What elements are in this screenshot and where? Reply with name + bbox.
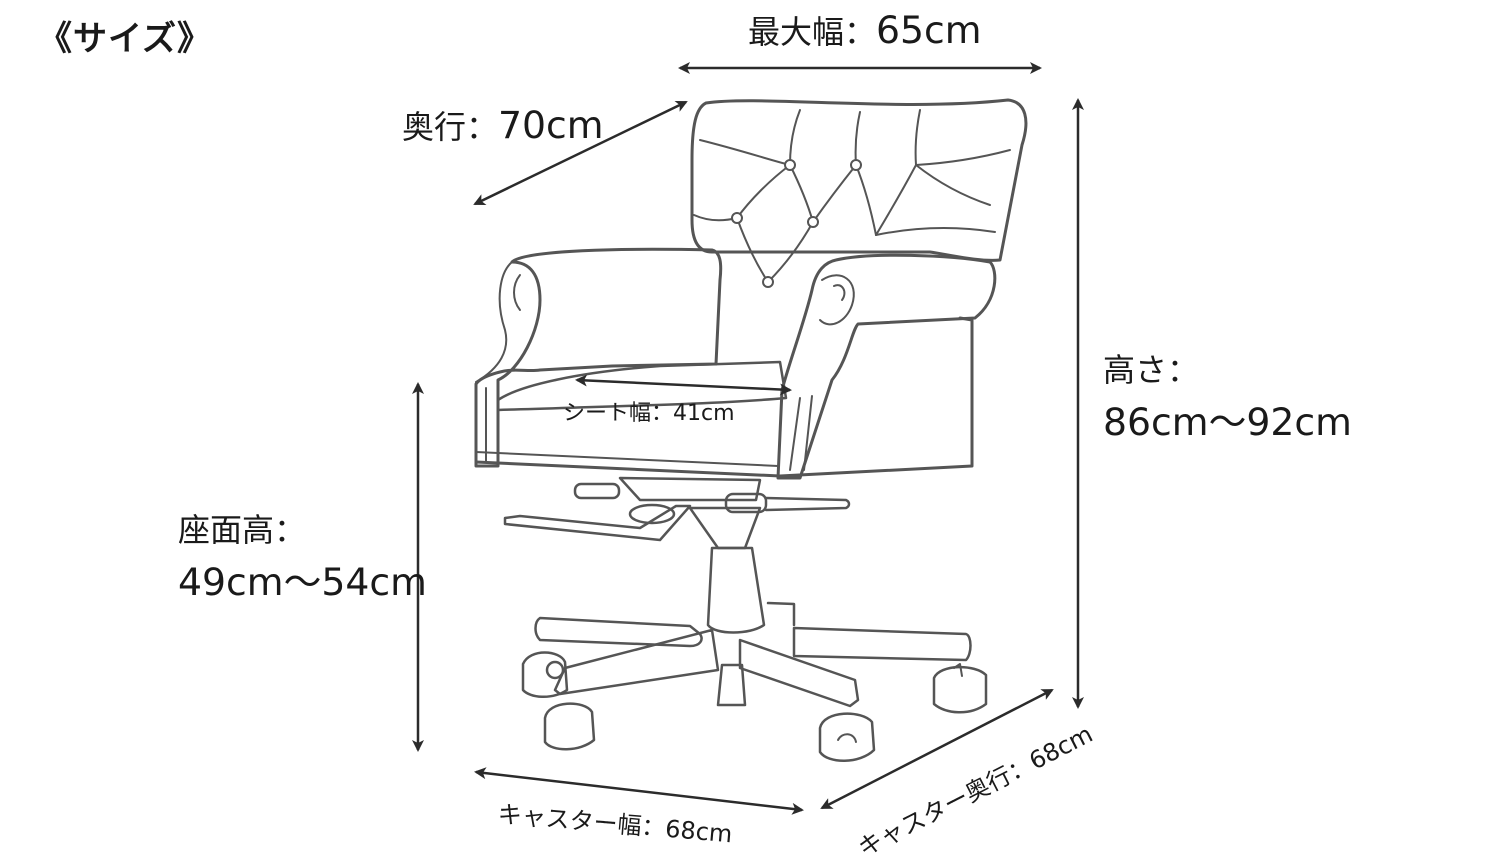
gas-cylinder bbox=[688, 506, 762, 550]
depth-arrow bbox=[473, 100, 688, 206]
dimension-arrows bbox=[412, 62, 1084, 815]
seat-height-caption: 座面高： bbox=[178, 511, 307, 549]
height-caption: 高さ： bbox=[1103, 351, 1200, 389]
max-width-value: 65cm bbox=[876, 8, 982, 52]
office-chair-icon bbox=[474, 98, 1028, 762]
caster-width-arrow bbox=[474, 767, 804, 815]
casters bbox=[521, 651, 988, 762]
caster-width-value: 68cm bbox=[664, 814, 734, 849]
depth-caption: 奥行： bbox=[402, 108, 499, 146]
right-arm bbox=[776, 253, 997, 480]
max-width-label: 最大幅：65cm bbox=[748, 11, 982, 51]
seat bbox=[496, 360, 788, 412]
height-value: 86cm〜92cm bbox=[1103, 400, 1352, 444]
height-lever bbox=[503, 504, 692, 542]
seat-width-value: 41cm bbox=[673, 401, 735, 426]
page-title: 《サイズ》 bbox=[38, 19, 212, 59]
tuft-buttons bbox=[731, 159, 862, 288]
max-width-caption: 最大幅： bbox=[748, 13, 877, 51]
left-arm bbox=[474, 247, 723, 468]
caster-depth-arrow bbox=[820, 688, 1054, 810]
depth-label: 奥行：70cm bbox=[402, 106, 604, 146]
height-label: 高さ： 86cm〜92cm bbox=[1103, 346, 1352, 451]
seat-front bbox=[474, 316, 974, 478]
seat-width-caption: シート幅： bbox=[563, 401, 674, 426]
seat-height-value: 49cm〜54cm bbox=[178, 560, 427, 604]
seat-width-label: シート幅：41cm bbox=[563, 403, 735, 425]
seat-width-arrow bbox=[575, 374, 792, 396]
backrest bbox=[690, 98, 1028, 262]
seat-height-label: 座面高： 49cm〜54cm bbox=[178, 506, 427, 611]
depth-value: 70cm bbox=[498, 103, 604, 147]
tilt-mechanism bbox=[618, 476, 762, 502]
